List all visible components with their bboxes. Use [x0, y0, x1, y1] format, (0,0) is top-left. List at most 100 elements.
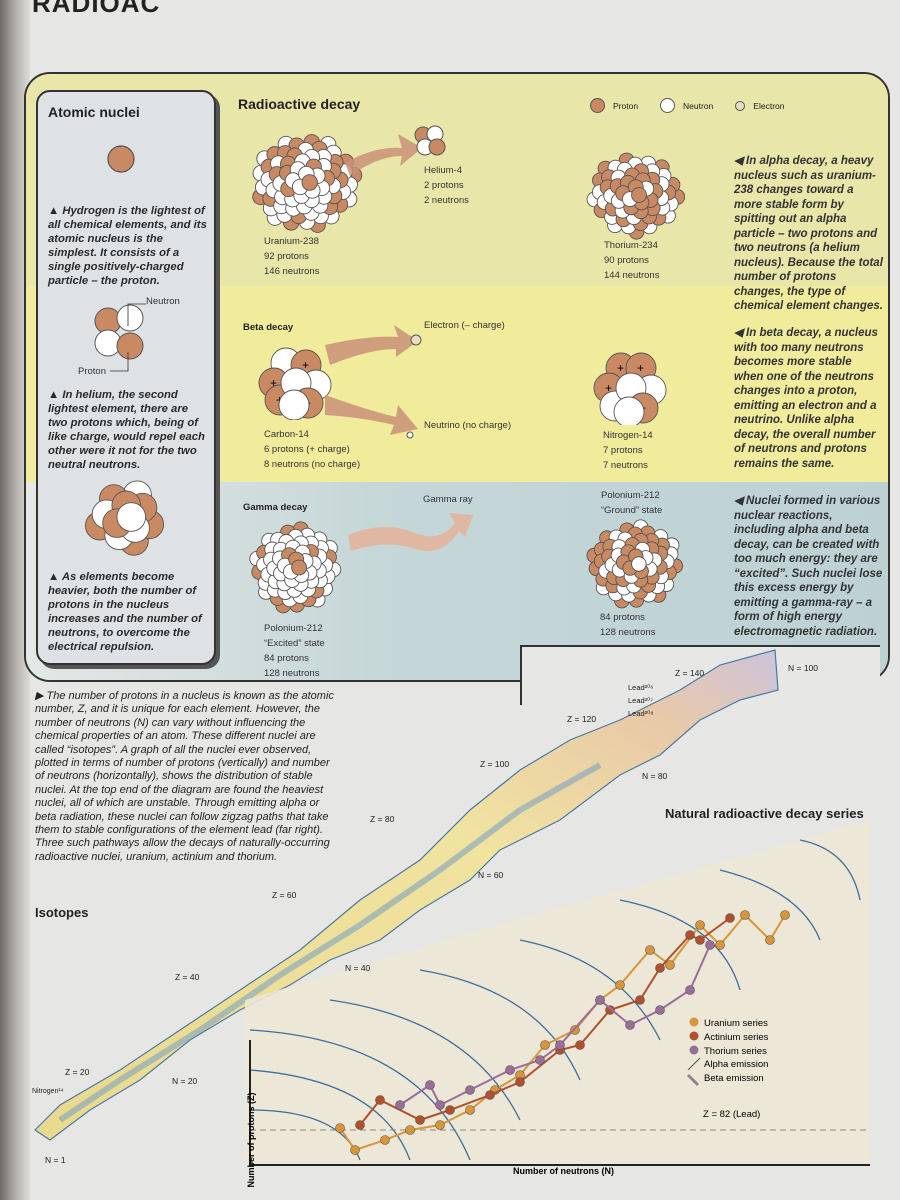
- decay-point: [665, 960, 675, 970]
- neutrino-particle: [406, 431, 414, 439]
- decay-point: [645, 945, 655, 955]
- n-60-label: N = 60: [478, 870, 504, 880]
- carbon-14-nucleus: ++++: [258, 347, 332, 420]
- decay-point: [395, 1100, 405, 1110]
- decay-point: [405, 1125, 415, 1135]
- decay-point: [335, 1123, 345, 1133]
- decay-point: [350, 1145, 360, 1155]
- gamma-caption: ◀ Nuclei formed in various nuclear react…: [734, 495, 883, 638]
- radioactive-decay-title: Radioactive decay: [238, 96, 361, 112]
- energy-contours: [249, 839, 861, 1161]
- alpha-emission-icon: [687, 1057, 701, 1071]
- gamma-ray-arrow: [348, 513, 473, 551]
- svg-text:+: +: [605, 381, 612, 395]
- proton-label: Proton: [78, 366, 106, 377]
- lead-208-label: Lead²⁰⁸: [628, 709, 653, 718]
- hydrogen-caption: ▲ Hydrogen is the lightest of all chemic…: [48, 205, 207, 287]
- neutrino-label: Neutrino (no charge): [424, 420, 512, 431]
- proton: [107, 145, 135, 173]
- decay-point: [655, 963, 665, 973]
- heavy-nucleus: [84, 480, 165, 556]
- series-legend: Uranium series Actinium series Thorium s…: [686, 1017, 769, 1087]
- neutron: [631, 556, 647, 572]
- gamma-ray-label: Gamma ray: [423, 494, 473, 505]
- isotopes-title: Isotopes: [35, 905, 89, 920]
- isotope-labels: Z = 20 Z = 40 Z = 60 Z = 80 Z = 100 Z = …: [32, 663, 818, 1165]
- neutron: [278, 389, 310, 420]
- decay-point: [740, 910, 750, 920]
- decay-point: [465, 1085, 475, 1095]
- beta-arrows: [325, 325, 418, 435]
- decay-point: [695, 935, 705, 945]
- decay-point: [355, 1120, 365, 1130]
- axes: [249, 1040, 870, 1166]
- neutron: [613, 396, 645, 425]
- decay-series-title: Natural radioactive decay series: [665, 806, 864, 821]
- z-80-label: Z = 80: [370, 814, 395, 824]
- nitrogen-14-isotope-label: Nitrogen¹⁴: [32, 1088, 64, 1095]
- svg-text:+: +: [637, 361, 644, 375]
- heavy-caption: ▲ As elements become heavier, both the n…: [48, 571, 202, 653]
- electron-icon: [735, 100, 746, 111]
- electron-particle: [410, 334, 422, 346]
- decay-point: [485, 1090, 495, 1100]
- decay-point: [540, 1040, 550, 1050]
- polonium-212-ground-nucleus: [586, 519, 684, 609]
- nitrogen-14-nucleus: ++++: [593, 352, 667, 425]
- legend-thorium: Thorium series: [704, 1046, 767, 1057]
- beta-caption: ◀ In beta decay, a nucleus with too many…: [734, 327, 878, 470]
- svg-text:+: +: [617, 361, 624, 375]
- z-100-label: Z = 100: [480, 759, 509, 769]
- thorium-swatch: [689, 1045, 699, 1055]
- decay-point: [685, 985, 695, 995]
- decay-point: [715, 940, 725, 950]
- neutron: [116, 304, 144, 332]
- decay-series-area: [245, 820, 870, 1165]
- decay-point: [695, 920, 705, 930]
- lead-line-label: Z = 82 (Lead): [703, 1109, 760, 1120]
- decay-point: [555, 1040, 565, 1050]
- decay-point: [725, 913, 735, 923]
- decay-point: [595, 995, 605, 1005]
- electron-label: Electron (– charge): [424, 320, 505, 331]
- neutron-icon: [660, 98, 676, 113]
- actinium-swatch: [689, 1031, 699, 1041]
- decay-point: [705, 940, 715, 950]
- legend-electron: Electron: [753, 100, 785, 111]
- decay-point: [380, 1135, 390, 1145]
- n-100-label: N = 100: [788, 663, 818, 673]
- page-title: RADIOAC: [32, 0, 161, 18]
- decay-point: [655, 1005, 665, 1015]
- decay-point: [765, 935, 775, 945]
- particle-legend: Proton Neutron Electron: [590, 98, 784, 113]
- legend-actinium: Actinium series: [704, 1032, 769, 1043]
- decay-point: [445, 1105, 455, 1115]
- proton: [301, 174, 318, 191]
- helium-nucleus: [94, 303, 146, 372]
- beta-emission-icon: [686, 1073, 700, 1087]
- n-80-label: N = 80: [642, 771, 668, 781]
- legend-uranium: Uranium series: [704, 1018, 768, 1029]
- decay-point: [570, 1025, 580, 1035]
- z-20-label: Z = 20: [65, 1067, 90, 1077]
- n-20-label: N = 20: [172, 1076, 198, 1086]
- n-1-label: N = 1: [45, 1155, 66, 1165]
- decay-point: [435, 1120, 445, 1130]
- z-60-label: Z = 60: [272, 890, 297, 900]
- y-axis-label: Number of protons (Z): [246, 1093, 256, 1188]
- legend-alpha: Alpha emission: [704, 1059, 768, 1070]
- actinium-series-path: [359, 917, 731, 1126]
- lead-206-label: Lead²⁰⁶: [628, 683, 653, 692]
- uranium-238-nucleus: [252, 134, 363, 233]
- alpha-arrow: [345, 134, 422, 176]
- decay-point: [415, 1115, 425, 1125]
- legend-proton: Proton: [613, 100, 639, 111]
- stable-nuclei: [58, 762, 602, 1123]
- polonium-ground-title: Polonium-212“Ground” state: [601, 490, 663, 516]
- decay-point: [780, 910, 790, 920]
- decay-point: [625, 1020, 635, 1030]
